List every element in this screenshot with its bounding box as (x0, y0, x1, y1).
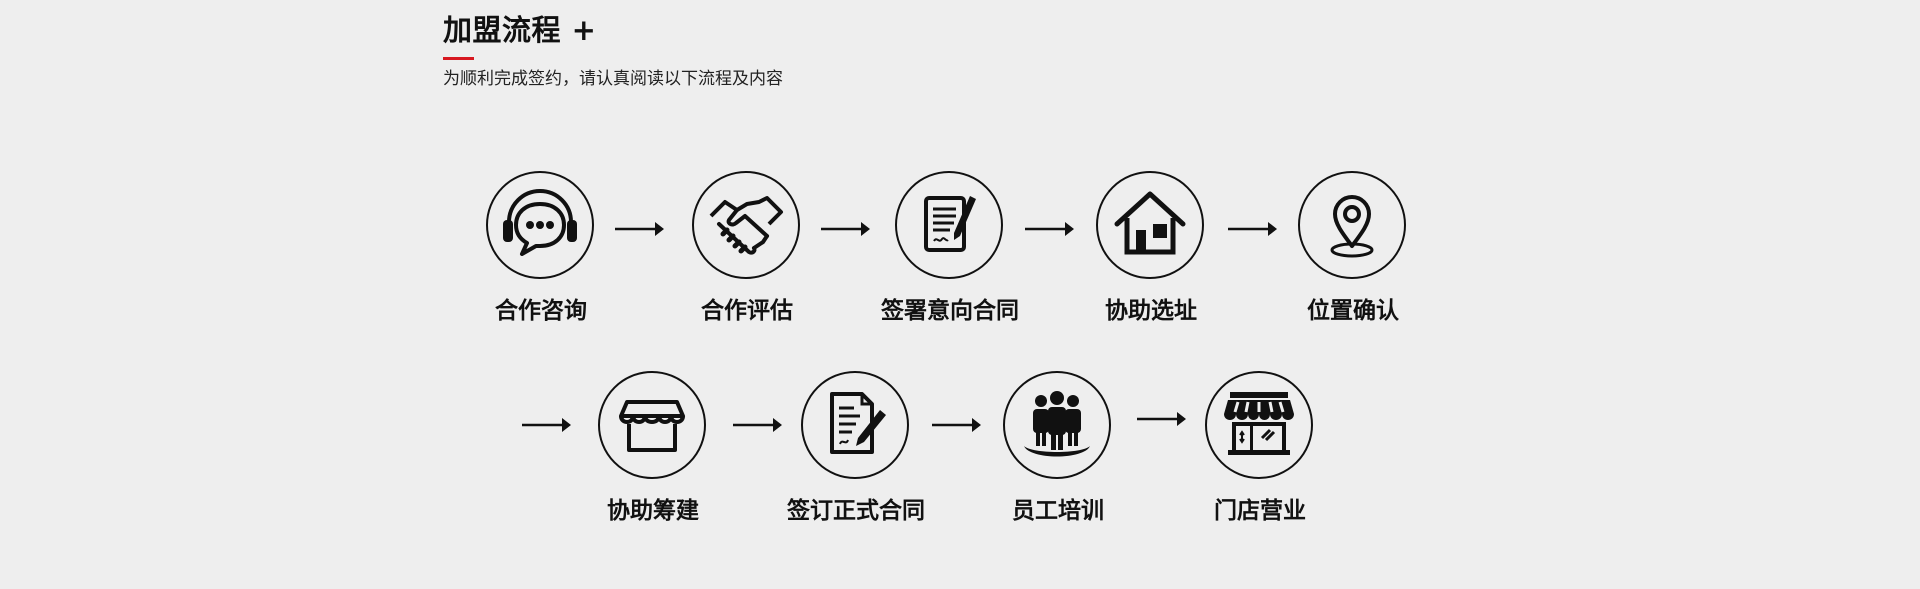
step-icon-circle (801, 371, 909, 479)
step-sign-intention-contract: 签署意向合同 (855, 171, 1045, 341)
step-store-opening: 门店营业 (1165, 371, 1355, 541)
handshake-icon (709, 196, 783, 255)
step-icon-circle (1298, 171, 1406, 279)
arrow-right-icon (522, 415, 572, 435)
step-cooperation-evaluation: 合作评估 (652, 171, 842, 341)
step-icon-circle (486, 171, 594, 279)
step-icon-circle (1096, 171, 1204, 279)
step-label: 门店营业 (1214, 498, 1306, 524)
arrow-right-icon (932, 415, 982, 435)
arrow-right-icon (821, 219, 871, 239)
contract-pen-icon (830, 392, 886, 454)
step-label: 签署意向合同 (881, 298, 1019, 324)
page-subtitle: 为顺利完成签约，请认真阅读以下流程及内容 (443, 69, 783, 89)
step-staff-training: 员工培训 (963, 371, 1153, 541)
step-label: 协助选址 (1105, 298, 1197, 324)
step-preparation-assist: 协助筹建 (558, 371, 748, 541)
step-icon-circle (1205, 371, 1313, 479)
headset-chat-icon (503, 189, 577, 256)
arrow-right-icon (1228, 219, 1278, 239)
step-label: 协助筹建 (607, 498, 699, 524)
page-title: 加盟流程 + (443, 13, 597, 47)
step-icon-circle (692, 171, 800, 279)
arrow-right-icon (1137, 409, 1187, 429)
step-cooperation-consult: 合作咨询 (446, 171, 636, 341)
step-icon-circle (1003, 371, 1111, 479)
step-label: 签订正式合同 (787, 498, 925, 524)
arrow-right-icon (1025, 219, 1075, 239)
step-label: 合作评估 (701, 298, 793, 324)
team-icon (1024, 391, 1090, 457)
step-icon-circle (895, 171, 1003, 279)
step-location-confirm: 位置确认 (1258, 171, 1448, 341)
arrow-right-icon (615, 219, 665, 239)
storefront-icon (1224, 392, 1294, 455)
step-label: 位置确认 (1307, 298, 1399, 324)
step-label: 员工培训 (1012, 498, 1104, 524)
step-label: 合作咨询 (495, 298, 587, 324)
step-site-selection: 协助选址 (1056, 171, 1246, 341)
arrow-right-icon (733, 415, 783, 435)
section-header: 加盟流程 + 为顺利完成签约，请认真阅读以下流程及内容 (443, 12, 783, 90)
sign-document-icon (924, 196, 976, 252)
step-icon-circle (598, 371, 706, 479)
step-sign-formal-contract: 签订正式合同 (761, 371, 951, 541)
store-awning-icon (619, 400, 685, 452)
house-icon (1114, 191, 1186, 255)
location-pin-icon (1330, 195, 1374, 258)
title-accent-line (443, 57, 474, 60)
